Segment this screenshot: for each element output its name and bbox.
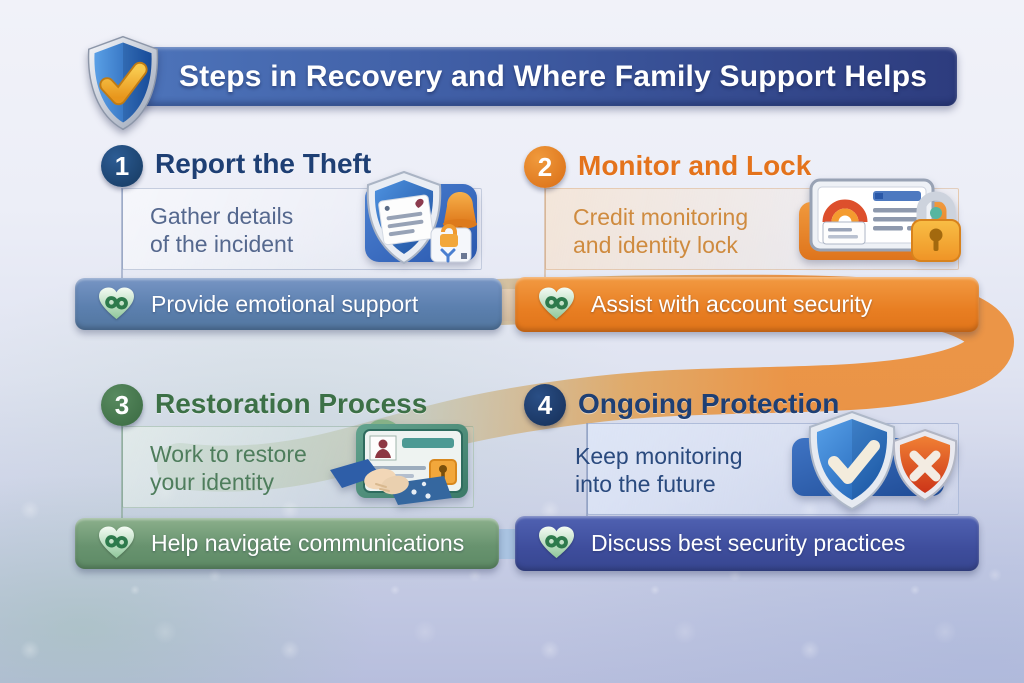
desc-line: into the future xyxy=(575,471,716,498)
step-2-number-badge: 2 xyxy=(524,146,566,188)
step-1-support-bar: Provide emotional support xyxy=(75,278,502,330)
step-1-support-label: Provide emotional support xyxy=(151,290,419,317)
step-2-title: Monitor and Lock xyxy=(578,150,812,181)
step-3-support-bar: Help navigate communications xyxy=(75,518,499,569)
shield-check-icon xyxy=(87,35,159,131)
step-2-support-bar: Assist with account security xyxy=(515,277,979,332)
step-3-description: Work to restore your identity xyxy=(150,440,307,496)
desc-line: Work to restore xyxy=(150,441,307,467)
credit-monitor-padlock-icon xyxy=(799,178,961,262)
step-1-number-badge: 1 xyxy=(101,145,143,187)
step-3-title: Restoration Process xyxy=(155,388,428,419)
step-4-support-bar: Discuss best security practices xyxy=(515,516,979,571)
step-2-support-label: Assist with account security xyxy=(591,291,873,317)
desc-line: Credit monitoring xyxy=(573,204,749,230)
step-3-number-badge: 3 xyxy=(101,384,143,426)
heart-hands-icon xyxy=(99,526,134,559)
id-card-handshake-icon xyxy=(330,419,468,505)
step-4-description: Keep monitoring into the future xyxy=(575,442,743,498)
step-3-support-label: Help navigate communications xyxy=(151,530,465,556)
step-2-description: Credit monitoring and identity lock xyxy=(573,203,748,259)
desc-line: and identity lock xyxy=(573,232,738,259)
step-4-number-badge: 4 xyxy=(524,384,566,426)
desc-line: your identity xyxy=(150,469,275,496)
page-title: Steps in Recovery and Where Family Suppo… xyxy=(179,59,928,93)
step-4-support-label: Discuss best security practices xyxy=(591,530,906,556)
check-shield-x-shield-icon xyxy=(792,410,958,510)
desc-line: Keep monitoring xyxy=(575,443,743,469)
step-1-title: Report the Theft xyxy=(155,148,372,179)
step-1-description: Gather details of the incident xyxy=(150,202,293,258)
heart-hands-icon xyxy=(539,526,574,559)
shield-document-alert-icon xyxy=(365,170,477,265)
step-4-title: Ongoing Protection xyxy=(578,388,840,419)
desc-line: Gather details xyxy=(150,203,294,229)
header-bar: Steps in Recovery and Where Family Suppo… xyxy=(133,47,957,106)
heart-hands-icon xyxy=(99,286,134,319)
desc-line: of the incident xyxy=(150,231,294,258)
heart-hands-icon xyxy=(539,287,574,320)
